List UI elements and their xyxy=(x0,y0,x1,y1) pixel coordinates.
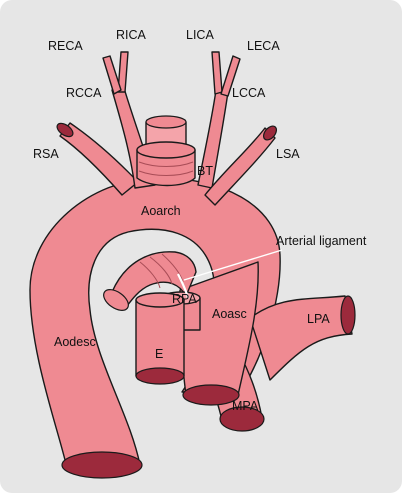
label-aoasc: Aoasc xyxy=(212,307,247,321)
lpa-opening xyxy=(340,295,356,335)
label-leca: LECA xyxy=(247,39,280,53)
esophagus-opening xyxy=(135,367,185,385)
descending-aorta-and-arch xyxy=(29,177,281,466)
bt-stump-top-rim xyxy=(136,141,196,159)
reca-vessel xyxy=(102,55,122,95)
bt-stump xyxy=(136,149,196,187)
label-aodesc: Aodesc xyxy=(54,335,96,349)
leca-vessel xyxy=(220,55,241,97)
rpa-fold-3 xyxy=(161,253,184,283)
rpa-fold-1 xyxy=(139,261,161,289)
label-rcca: RCCA xyxy=(66,86,102,100)
label-lpa: LPA xyxy=(307,312,330,326)
label-aoarch: Aoarch xyxy=(141,204,181,218)
bt-stump-ring-1 xyxy=(138,161,194,167)
rpa-left-opening xyxy=(103,289,129,311)
bt-stump-opening xyxy=(145,115,187,129)
arterial-ligament xyxy=(177,273,190,299)
label-rsa: RSA xyxy=(33,147,59,161)
label-arterial-ligament: Arterial ligament xyxy=(276,234,367,248)
label-lsa: LSA xyxy=(276,147,300,161)
rpa-fold-2 xyxy=(149,256,173,285)
rsa-vessel xyxy=(59,122,139,196)
label-rica: RICA xyxy=(116,28,147,42)
lsa-opening xyxy=(262,125,278,141)
label-e: E xyxy=(155,347,163,361)
esophagus-vessel xyxy=(135,299,185,377)
lica-vessel xyxy=(211,51,223,95)
label-mpa: MPA xyxy=(232,399,259,413)
label-reca: RECA xyxy=(48,39,83,53)
aoasc-opening xyxy=(182,384,240,406)
mpa-opening xyxy=(219,406,265,432)
rpa-vessel xyxy=(111,251,197,311)
rica-vessel xyxy=(117,51,129,93)
lsa-vessel xyxy=(204,127,276,206)
label-rpa: RPA xyxy=(172,292,197,306)
label-bt: BT xyxy=(197,164,213,178)
aodesc-opening xyxy=(61,451,143,479)
esophagus-top xyxy=(135,292,185,308)
label-lica: LICA xyxy=(186,28,214,42)
rsa-opening xyxy=(56,122,74,138)
label-lcca: LCCA xyxy=(232,86,266,100)
bt-stump-ring-2 xyxy=(138,170,194,176)
arterial-ligament-leader xyxy=(183,249,283,281)
